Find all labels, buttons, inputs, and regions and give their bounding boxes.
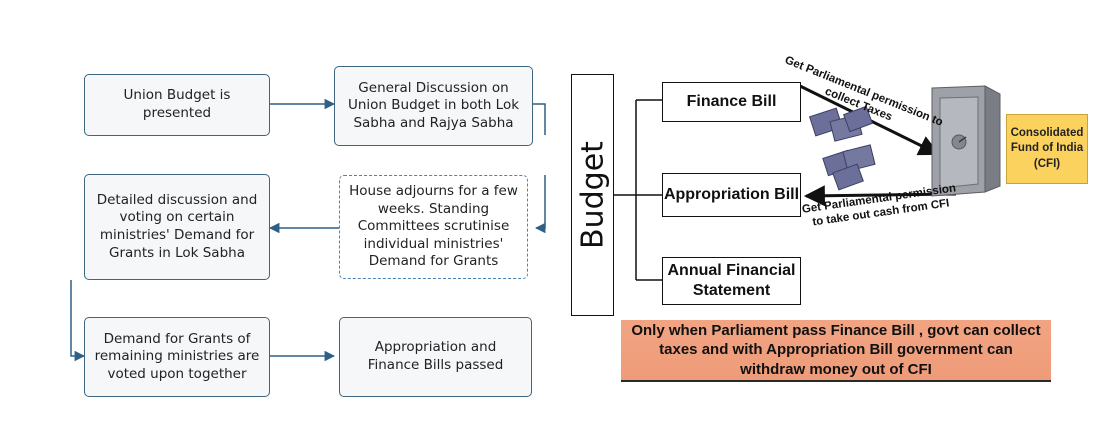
- bills-passed-box: Appropriation and Finance Bills passed: [339, 317, 532, 397]
- cfi-label: Consolidated Fund of India (CFI): [1006, 114, 1088, 184]
- union-budget-presented-text: Union Budget is presented: [123, 87, 231, 121]
- annual-financial-statement-label: Annual Financial Statement: [667, 262, 796, 299]
- annual-financial-statement-box: Annual Financial Statement: [662, 257, 801, 305]
- detailed-discussion-text: Detailed discussion and voting on certai…: [96, 191, 258, 261]
- finance-note-banner: Only when Parliament pass Finance Bill ,…: [621, 320, 1051, 382]
- finance-bill-box: Finance Bill: [662, 82, 801, 122]
- detailed-discussion-box: Detailed discussion and voting on certai…: [84, 174, 270, 280]
- finance-bill-label: Finance Bill: [686, 93, 777, 110]
- union-budget-presented-box: Union Budget is presented: [84, 74, 270, 136]
- general-discussion-box: General Discussion on Union Budget in bo…: [334, 66, 533, 146]
- cash-stack-icon-top: [808, 105, 873, 142]
- house-adjourns-box: House adjourns for a few weeks. Standing…: [339, 175, 528, 279]
- general-discussion-text: General Discussion on Union Budget in bo…: [347, 79, 520, 131]
- arrow-detailed-to-remaining: [70, 280, 86, 362]
- budget-title: Budget: [575, 141, 610, 249]
- cash-stack-icon-bottom: [822, 144, 876, 191]
- arrow-discussion-to-adjourns: [533, 103, 546, 135]
- house-adjourns-text: House adjourns for a few weeks. Standing…: [349, 183, 518, 270]
- arrow-cfi-to-appropriation: [803, 185, 957, 207]
- vault-icon: [931, 85, 1001, 197]
- remaining-ministries-box: Demand for Grants of remaining ministrie…: [84, 317, 270, 397]
- budget-box: Budget: [571, 74, 614, 316]
- appropriation-bill-label: Appropriation Bill: [663, 186, 800, 203]
- bills-passed-text: Appropriation and Finance Bills passed: [367, 339, 504, 373]
- appropriation-bill-box: Appropriation Bill: [662, 173, 801, 217]
- cfi-label-text: Consolidated Fund of India (CFI): [1010, 126, 1084, 170]
- remaining-ministries-text: Demand for Grants of remaining ministrie…: [94, 330, 260, 382]
- arrow-into-adjourns: [534, 175, 546, 234]
- finance-note-text: Only when Parliament pass Finance Bill ,…: [631, 321, 1041, 378]
